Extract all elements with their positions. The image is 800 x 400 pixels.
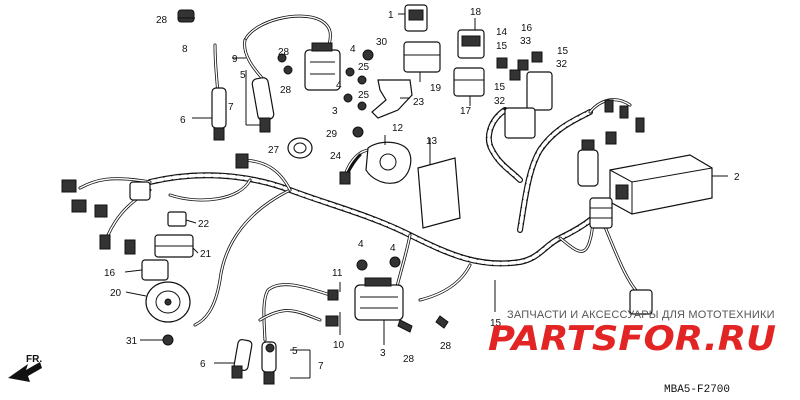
callout-30: 30: [376, 37, 388, 48]
callout-13: 13: [426, 136, 438, 147]
plate-13: [417, 157, 461, 229]
connector-cluster-right: [604, 99, 645, 145]
callout-6: 6: [180, 115, 186, 126]
switch-12: [365, 141, 412, 184]
callout-28: 28: [440, 341, 452, 352]
branch-wires: [78, 98, 642, 342]
clamp-8: [177, 9, 195, 23]
callout-24: 24: [330, 151, 342, 162]
callout-31: 31: [126, 336, 138, 347]
callout-10: 10: [333, 340, 345, 351]
spark-plug-lead-9: [243, 14, 332, 80]
ignition-coil-3: [354, 277, 404, 321]
callout-7: 7: [318, 361, 324, 372]
callout-27: 27: [268, 145, 280, 156]
leader-lines: [124, 13, 728, 379]
relay-16: [141, 259, 169, 281]
front-direction-arrow: FR.: [8, 354, 42, 382]
clamp-27: [287, 137, 313, 159]
callout-33: 33: [520, 36, 532, 47]
callout-25: 25: [358, 90, 370, 101]
callout-15: 15: [494, 82, 506, 93]
relay-22: [167, 211, 187, 227]
ignition-coil-top: [304, 42, 341, 91]
callout-3: 3: [332, 106, 338, 117]
ecu-connector: [589, 197, 613, 229]
relay-21: [154, 234, 194, 258]
fr-label: FR.: [26, 354, 42, 365]
callout-18: 18: [470, 7, 482, 18]
bolt-31: [162, 334, 174, 346]
callout-5: 5: [292, 346, 298, 357]
callout-14: 14: [496, 27, 508, 38]
callout-12: 12: [392, 123, 404, 134]
sensor-24: [339, 153, 362, 185]
bracket-23: [371, 79, 413, 119]
callout-17: 17: [460, 106, 472, 117]
relay-1: [404, 4, 428, 32]
connector-left-cluster: [61, 153, 249, 255]
callout-11: 11: [332, 268, 343, 279]
callout-numbers: 28 8 9 28 5 28 7 6 1 18 30 4 25 25 4 3 1…: [104, 7, 740, 372]
callout-15: 15: [496, 41, 508, 52]
relay-17: [453, 67, 485, 97]
callout-15: 15: [490, 318, 502, 329]
callout-29: 29: [326, 129, 338, 140]
callout-15: 15: [557, 46, 569, 57]
watermark-caption: ЗАПЧАСТИ И АКСЕССУАРЫ ДЛЯ МОТОТЕХНИКИ: [507, 309, 775, 321]
callout-16: 16: [521, 23, 533, 34]
spark-plug-cap-front: [211, 43, 227, 141]
watermark-brand: PARTSFOR.RU: [488, 319, 776, 359]
callout-28: 28: [156, 15, 168, 26]
ecu-module-2: [609, 154, 713, 215]
callout-32: 32: [494, 96, 506, 107]
callout-7: 7: [228, 102, 234, 113]
callout-5: 5: [240, 70, 246, 81]
callout-16: 16: [104, 268, 116, 279]
callout-28: 28: [278, 47, 290, 58]
callout-6: 6: [200, 359, 206, 370]
callout-4: 4: [350, 44, 356, 55]
callout-9: 9: [232, 54, 238, 65]
grommets-4: [356, 256, 401, 271]
bolts-28-bottom: [397, 315, 449, 333]
cap-11: [327, 289, 339, 301]
callout-1: 1: [388, 10, 394, 21]
plug-caps-bottom: [231, 339, 277, 385]
horn-20: [145, 281, 191, 323]
connector-lower-right: [629, 289, 653, 315]
connector-14-15: [496, 51, 543, 81]
callout-4: 4: [358, 239, 364, 250]
diagram-code: MBA5-F2700: [664, 384, 730, 396]
callout-19: 19: [430, 83, 442, 94]
callout-25: 25: [358, 62, 370, 73]
cap-10: [325, 315, 339, 327]
callout-2: 2: [734, 172, 740, 183]
callout-4: 4: [390, 243, 396, 254]
relay-19: [403, 41, 441, 73]
callout-28: 28: [403, 354, 415, 365]
callout-4: 4: [336, 80, 342, 91]
callout-22: 22: [198, 219, 210, 230]
callout-21: 21: [200, 249, 212, 260]
callout-23: 23: [413, 97, 425, 108]
capacitor: [577, 139, 599, 187]
callout-8: 8: [182, 44, 188, 55]
callout-32: 32: [556, 59, 568, 70]
spark-plug-cap-rear: [251, 77, 275, 133]
callout-20: 20: [110, 288, 122, 299]
callout-3: 3: [380, 348, 386, 359]
connector-block: [504, 71, 553, 139]
callout-28: 28: [280, 85, 292, 96]
watermark: ЗАПЧАСТИ И АКСЕССУАРЫ ДЛЯ МОТОТЕХНИКИ PA…: [488, 309, 776, 359]
small-parts-4-25-30: [343, 49, 374, 138]
bolt-28-top: [277, 53, 293, 75]
relay-18: [457, 29, 485, 59]
